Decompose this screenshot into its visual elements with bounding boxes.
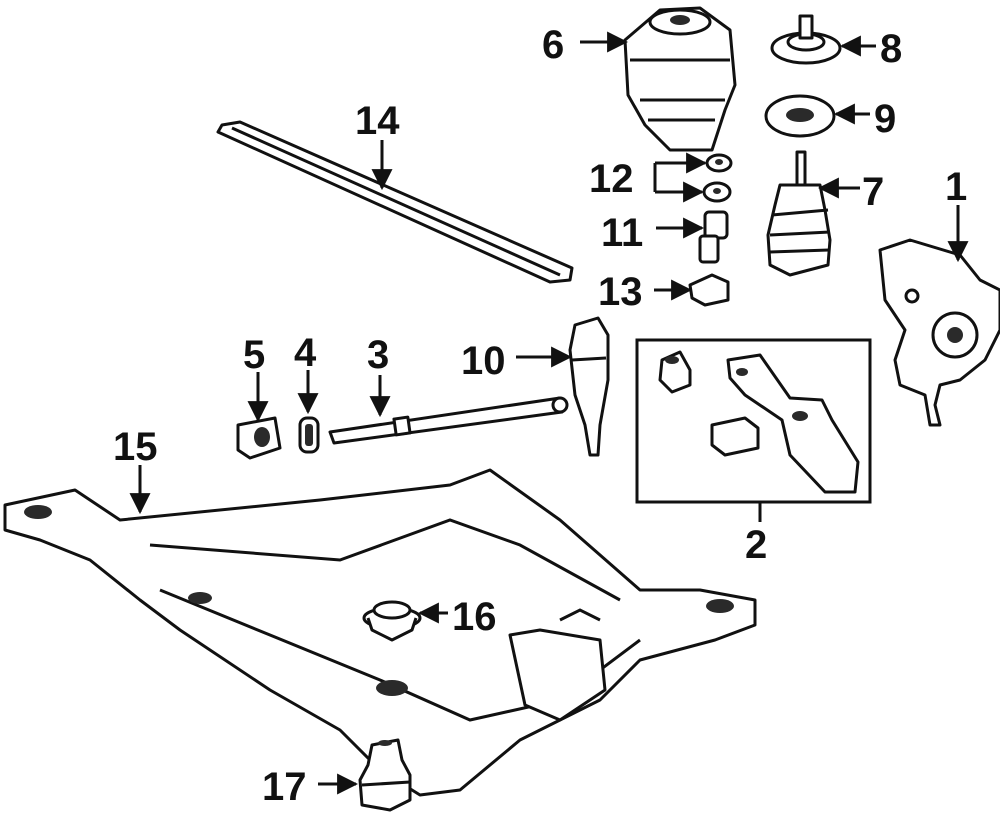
insulator-bushings <box>702 153 733 203</box>
shock-absorber <box>766 150 832 277</box>
tie-rod-end <box>568 316 610 457</box>
lower-control-arm-kit <box>635 338 872 504</box>
upper-mount <box>770 14 842 65</box>
leader-lines <box>129 31 969 795</box>
callout-13: 13 <box>598 270 643 314</box>
strut-mount-assembly <box>623 6 737 152</box>
bushing <box>236 416 282 460</box>
mount-grommet <box>362 600 422 642</box>
callout-5: 5 <box>243 333 265 377</box>
body-mount-bushing <box>358 738 412 812</box>
callout-1: 1 <box>945 165 967 209</box>
inner-tie-rod <box>328 396 569 445</box>
spacer <box>298 416 320 454</box>
callout-3: 3 <box>367 333 389 377</box>
callout-14: 14 <box>355 99 400 143</box>
steering-knuckle <box>878 238 1000 427</box>
callout-11: 11 <box>601 211 643 255</box>
callout-2: 2 <box>745 523 767 567</box>
callout-6: 6 <box>542 23 564 67</box>
callout-9: 9 <box>874 97 896 141</box>
callout-15: 15 <box>113 425 158 469</box>
bearing-seat <box>764 94 836 138</box>
callout-10: 10 <box>461 339 506 383</box>
stabilizer-bar <box>216 120 574 284</box>
clip-nut <box>688 273 730 307</box>
callout-7: 7 <box>862 170 884 214</box>
callout-16: 16 <box>452 595 497 639</box>
callout-17: 17 <box>262 765 307 809</box>
callout-12: 12 <box>589 157 634 201</box>
callout-8: 8 <box>880 27 902 71</box>
callout-4: 4 <box>294 331 317 375</box>
stud-pin <box>698 210 729 264</box>
